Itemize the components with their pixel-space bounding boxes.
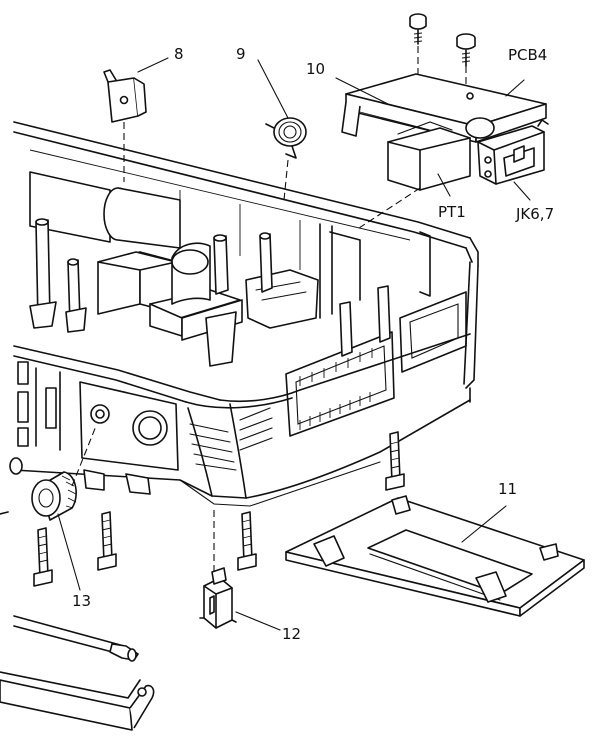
label-jk67: JK6,7 (515, 205, 554, 223)
part-12-foot (199, 567, 281, 631)
label-pt1: PT1 (438, 203, 466, 221)
label-pcb4: PCB4 (508, 46, 547, 64)
label-part-13: 13 (72, 592, 91, 610)
part-13-knob (0, 425, 97, 591)
screw-right-cabinet (385, 431, 405, 491)
screw-center (237, 511, 257, 571)
screw-mid (97, 511, 117, 571)
label-part-9: 9 (236, 45, 246, 63)
screw-set (33, 431, 405, 587)
part-8-bracket (103, 57, 169, 182)
internal-posts (29, 218, 391, 367)
part-9-spring (257, 59, 307, 201)
screw-left (33, 527, 53, 587)
screw-right (456, 33, 476, 88)
label-part-11: 11 (498, 480, 517, 498)
label-part-12: 12 (282, 625, 301, 643)
part-11-cover (285, 495, 585, 617)
pcb4-assembly (335, 13, 549, 231)
main-cabinet (13, 121, 479, 507)
label-part-10: 10 (306, 60, 325, 78)
label-part-8: 8 (174, 45, 184, 63)
antenna-rod (13, 615, 139, 662)
handle-bar (0, 671, 155, 731)
